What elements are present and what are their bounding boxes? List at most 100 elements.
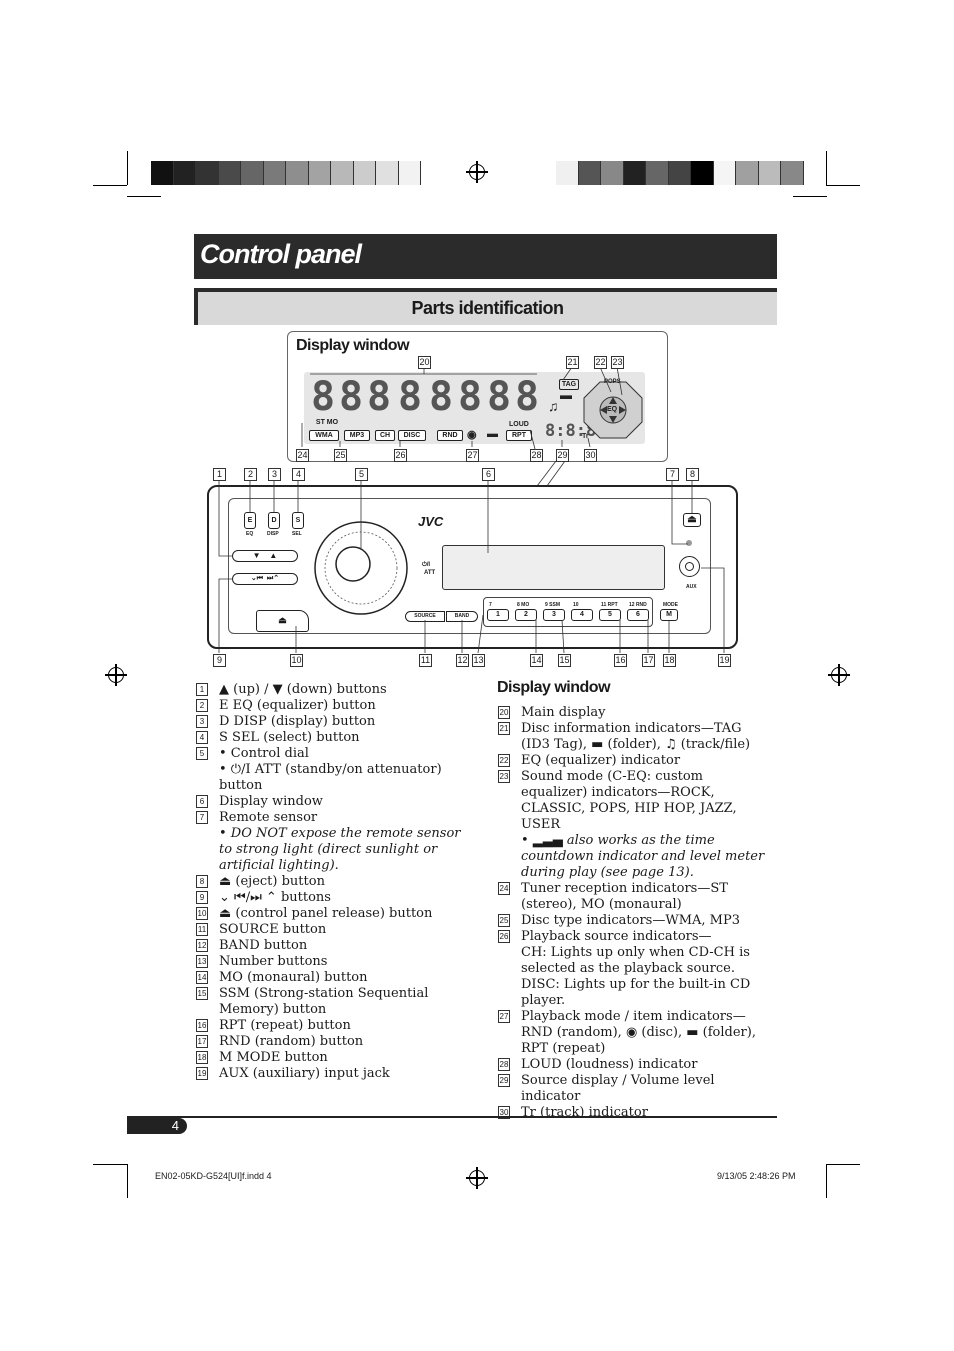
callout-number: 16 [614,654,627,667]
callout-number: 13 [472,654,485,667]
list-item: 10 ⏏ (control panel release) button [196,906,471,922]
number-button-3[interactable]: 3 [543,609,565,621]
list-item: 19 AUX (auxiliary) input jack [196,1066,471,1082]
list-item: 1▲ (up) / ▼ (down) buttons [196,682,471,698]
control-dial[interactable] [312,519,410,617]
list-item: • DO NOT expose the remote sensor to str… [196,826,471,874]
item-number: 16 [196,1019,208,1032]
st-mo-indicator: ST MO [310,418,344,429]
item-number: 13 [196,955,208,968]
item-text: M MODE button [219,1050,328,1065]
item-text: ⏏ (control panel release) button [219,906,433,921]
item-text: BAND button [219,938,308,953]
callout-number: 3 [268,468,281,481]
mode-caption: MODE [663,602,678,608]
eject-button[interactable]: ⏏ [683,513,701,527]
lcd-digit: 8 [429,374,454,420]
color-swatch [601,161,624,185]
item-number: 5 [196,747,208,760]
crop-mark [826,151,827,185]
callout-number: 21 [566,356,579,369]
s-sel-button[interactable]: S [292,512,304,529]
color-swatch [263,161,286,185]
callout-number: 19 [718,654,731,667]
list-item: • ▂▃▄ also works as the time countdown i… [498,833,773,881]
color-swatch [376,161,399,185]
sel-caption: SEL [292,531,302,537]
callout-number: 14 [530,654,543,667]
item-text: AUX (auxiliary) input jack [219,1066,390,1081]
preset-caption: 8 MO [517,602,530,608]
number-button-5[interactable]: 5 [599,609,621,621]
wma-indicator: WMA [309,430,339,441]
callout-number: 2 [244,468,257,481]
lcd-digit: 8 [487,374,512,420]
item-number: 7 [196,811,208,824]
loud-indicator: LOUD [509,421,529,428]
eq-caption: EQ [246,531,254,537]
registration-mark-icon [105,664,127,686]
item-number: 9 [196,891,208,904]
item-text: Display window [219,794,323,809]
registration-mark-icon [466,1167,488,1189]
item-text: E EQ (equalizer) button [219,698,376,713]
item-text: Remote sensor [219,810,318,825]
list-item: 5 • Control dial [196,746,471,762]
item-text: RND (random) button [219,1034,364,1049]
item-text: Main display [521,705,606,720]
callout-number: 4 [292,468,305,481]
list-item: CH: Lights up only when CD-CH is selecte… [498,945,773,977]
callout-number: 24 [296,449,309,462]
number-button-4[interactable]: 4 [571,609,593,621]
color-swatch [218,161,241,185]
color-swatch [781,161,804,185]
registration-mark-icon [466,161,488,183]
number-button-6[interactable]: 6 [627,609,649,621]
item-text: • Control dial [219,746,309,761]
control-panel-face [228,498,711,634]
crop-mark [93,185,127,186]
color-swatch [646,161,669,185]
date-slug: 9/13/05 2:48:26 PM [717,1171,796,1181]
jvc-logo: JVC [418,514,444,529]
list-item: 8⏏ (eject) button [196,874,471,890]
callout-number: 30 [584,449,597,462]
callout-number: 9 [213,654,226,667]
callout-number: 20 [418,356,431,369]
number-button-1[interactable]: 1 [487,609,509,621]
item-text: ▲ (up) / ▼ (down) buttons [219,682,387,697]
color-swatch [331,161,354,185]
rnd-indicator: RND [437,430,463,441]
item-number: 15 [196,987,208,1000]
color-swatch [353,161,376,185]
list-item: 7 Remote sensor [196,810,471,826]
item-number: 27 [498,1010,510,1023]
item-number: 4 [196,731,208,744]
item-text: Playback mode / item indicators— RND (ra… [521,1009,756,1056]
color-swatch [286,161,309,185]
item-number: 19 [196,1067,208,1080]
item-text: • ▂▃▄ also works as the time countdown i… [521,833,765,880]
item-text: SOURCE button [219,922,327,937]
item-number: 8 [196,875,208,888]
lcd-digit: 8 [515,374,540,420]
color-swatch [173,161,196,185]
preset-caption: 10 [573,602,579,608]
item-text: Disc type indicators—WMA, MP3 [521,913,741,928]
tag-indicator: TAG [559,379,579,390]
item-text: MO (monaural) button [219,970,368,985]
item-number: 10 [196,907,208,920]
item-text: CH: Lights up only when CD-CH is selecte… [521,945,750,976]
title-band: Control panel [194,234,777,279]
lcd-digit: 8 [311,374,336,420]
aux-jack[interactable] [679,556,700,577]
item-text: RPT (repeat) button [219,1018,351,1033]
number-button-2[interactable]: 2 [515,609,537,621]
item-text: ⌄ ⏮/⏭ ⌃ buttons [219,890,331,905]
color-swatch [713,161,736,185]
